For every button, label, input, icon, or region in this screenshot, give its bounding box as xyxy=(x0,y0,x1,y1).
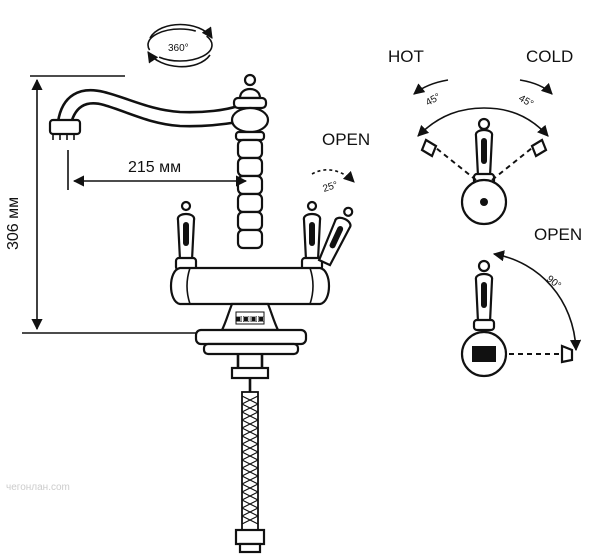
svg-text:▣▣▣▣: ▣▣▣▣ xyxy=(235,314,265,323)
height-label: 306 мм xyxy=(5,197,22,250)
cold-label: COLD xyxy=(526,47,573,66)
left-handle xyxy=(174,200,198,272)
open-25-annotation: OPEN 25° xyxy=(311,130,370,195)
hot-cold-top-view: HOT COLD 45° 45° xyxy=(388,47,573,226)
open-label-right: OPEN xyxy=(534,225,582,244)
rotation-360-icon: 360° xyxy=(147,23,213,68)
height-dimension: 306 мм xyxy=(5,75,200,334)
right-handle-open xyxy=(317,206,354,267)
open-label-top: OPEN xyxy=(322,130,370,149)
reach-dimension: 215 мм xyxy=(67,150,248,190)
open-90-view: OPEN 90° xyxy=(460,225,582,378)
hot-angle-label: 45° xyxy=(424,92,443,109)
supply-hose xyxy=(234,391,266,554)
reach-label: 215 мм xyxy=(128,159,181,176)
open-angle-label: 25° xyxy=(322,180,340,195)
rotation-label: 360° xyxy=(168,43,189,54)
hot-label: HOT xyxy=(388,47,424,66)
aerator xyxy=(48,118,82,136)
watermark: чегонлан.com xyxy=(6,482,70,493)
open-right-angle-label: 90° xyxy=(544,274,563,292)
cold-angle-label: 45° xyxy=(517,93,536,110)
faucet-side-view: ▣▣▣▣ xyxy=(48,73,354,554)
